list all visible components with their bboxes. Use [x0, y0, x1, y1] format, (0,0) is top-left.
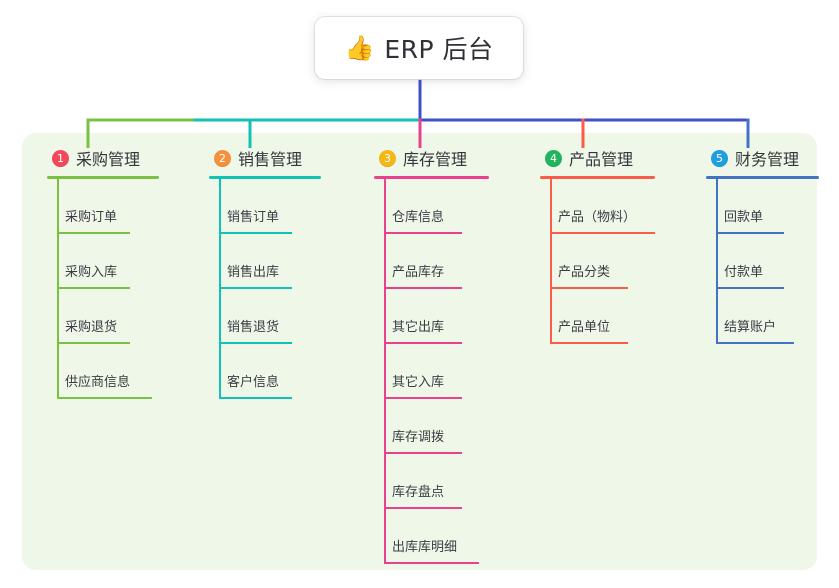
leaf-underline: [716, 232, 784, 234]
leaf-underline: [384, 507, 462, 509]
leaf-label: 付款单: [724, 265, 764, 280]
root-node[interactable]: 👍 ERP 后台: [315, 17, 523, 79]
branch-underline: [540, 176, 655, 179]
leaf-label: 供应商信息: [65, 375, 131, 390]
leaf-label: 结算账户: [724, 320, 777, 335]
leaf-item[interactable]: 销售订单: [197, 179, 357, 234]
leaf-item[interactable]: 销售退货: [197, 289, 357, 344]
leaf-item[interactable]: 产品单位: [528, 289, 708, 344]
leaf-underline: [384, 342, 462, 344]
leaf-item[interactable]: 结算账户: [694, 289, 834, 344]
leaf-label: 销售出库: [227, 265, 280, 280]
leaf-item[interactable]: 库存调拨: [362, 399, 532, 454]
leaf-label: 采购订单: [65, 210, 118, 225]
leaf-underline: [57, 287, 130, 289]
leaf-label: 销售订单: [227, 210, 280, 225]
branch-column-3: 3 库存管理仓库信息产品库存其它出库其它入库库存调拨库存盘点出库库明细: [362, 146, 532, 564]
leaf-item[interactable]: 销售出库: [197, 234, 357, 289]
leaf-item[interactable]: 产品（物料）: [528, 179, 708, 234]
leaf-label: 其它入库: [392, 375, 445, 390]
leaf-underline: [384, 232, 462, 234]
leaf-underline: [219, 397, 292, 399]
leaf-item[interactable]: 库存盘点: [362, 454, 532, 509]
branch-number-badge: 2: [214, 149, 231, 167]
leaf-item[interactable]: 采购退货: [35, 289, 195, 344]
content-panel: [22, 133, 817, 570]
branch-number-badge: 1: [52, 149, 69, 167]
leaf-label: 仓库信息: [392, 210, 445, 225]
leaf-underline: [716, 287, 784, 289]
leaf-item[interactable]: 出库库明细: [362, 509, 532, 564]
branch-header-1[interactable]: 1 采购管理: [35, 146, 195, 170]
leaf-item[interactable]: 其它入库: [362, 344, 532, 399]
leaf-label: 库存盘点: [392, 485, 445, 500]
leaf-item[interactable]: 采购入库: [35, 234, 195, 289]
leaf-label: 产品单位: [558, 320, 611, 335]
branch-title: 产品管理: [569, 150, 634, 169]
leaf-label: 产品库存: [392, 265, 445, 280]
leaf-underline: [384, 452, 462, 454]
leaf-underline: [384, 397, 462, 399]
leaf-item[interactable]: 其它出库: [362, 289, 532, 344]
branch-title: 销售管理: [238, 150, 303, 169]
branch-header-3[interactable]: 3 库存管理: [362, 146, 532, 170]
leaf-label: 客户信息: [227, 375, 280, 390]
leaf-item[interactable]: 采购订单: [35, 179, 195, 234]
leaf-underline: [219, 232, 292, 234]
leaf-label: 产品分类: [558, 265, 611, 280]
leaf-underline: [550, 287, 628, 289]
branch-column-1: 1 采购管理采购订单采购入库采购退货供应商信息: [35, 146, 195, 399]
leaf-label: 出库库明细: [392, 540, 458, 555]
branch-column-5: 5 财务管理回款单付款单结算账户: [694, 146, 834, 344]
leaf-label: 销售退货: [227, 320, 280, 335]
leaf-item[interactable]: 产品库存: [362, 234, 532, 289]
branch-number-badge: 5: [711, 149, 728, 167]
branch-underline: [47, 176, 159, 179]
leaf-label: 库存调拨: [392, 430, 445, 445]
leaf-item[interactable]: 供应商信息: [35, 344, 195, 399]
leaf-underline: [384, 287, 462, 289]
branch-header-5[interactable]: 5 财务管理: [694, 146, 834, 170]
branch-title: 财务管理: [735, 150, 800, 169]
branch-title: 库存管理: [403, 150, 468, 169]
leaf-item[interactable]: 产品分类: [528, 234, 708, 289]
branch-header-2[interactable]: 2 销售管理: [197, 146, 357, 170]
branch-underline: [706, 176, 819, 179]
branch-header-4[interactable]: 4 产品管理: [528, 146, 708, 170]
leaf-underline: [219, 342, 292, 344]
root-label: ERP 后台: [384, 35, 494, 64]
branch-column-4: 4 产品管理产品（物料） 产品分类产品单位: [528, 146, 708, 344]
leaf-label: 采购退货: [65, 320, 118, 335]
leaf-underline: [384, 562, 479, 564]
leaf-item[interactable]: 回款单: [694, 179, 834, 234]
leaf-underline: [550, 342, 628, 344]
leaf-underline: [550, 232, 655, 234]
leaf-label: 采购入库: [65, 265, 118, 280]
leaf-label: 回款单: [724, 210, 764, 225]
leaf-underline: [57, 342, 130, 344]
leaf-label: 其它出库: [392, 320, 445, 335]
leaf-underline: [716, 342, 794, 344]
branch-number-badge: 3: [379, 149, 396, 167]
leaf-underline: [57, 397, 152, 399]
branch-column-2: 2 销售管理销售订单销售出库销售退货客户信息: [197, 146, 357, 399]
leaf-item[interactable]: 客户信息: [197, 344, 357, 399]
branch-title: 采购管理: [76, 150, 141, 169]
leaf-label: 产品（物料）: [558, 210, 637, 225]
leaf-item[interactable]: 付款单: [694, 234, 834, 289]
leaf-item[interactable]: 仓库信息: [362, 179, 532, 234]
leaf-underline: [219, 287, 292, 289]
branch-underline: [374, 176, 489, 179]
branch-underline: [209, 176, 321, 179]
leaf-underline: [57, 232, 130, 234]
thumbs-up-icon: 👍: [344, 34, 375, 62]
branch-number-badge: 4: [545, 149, 562, 167]
